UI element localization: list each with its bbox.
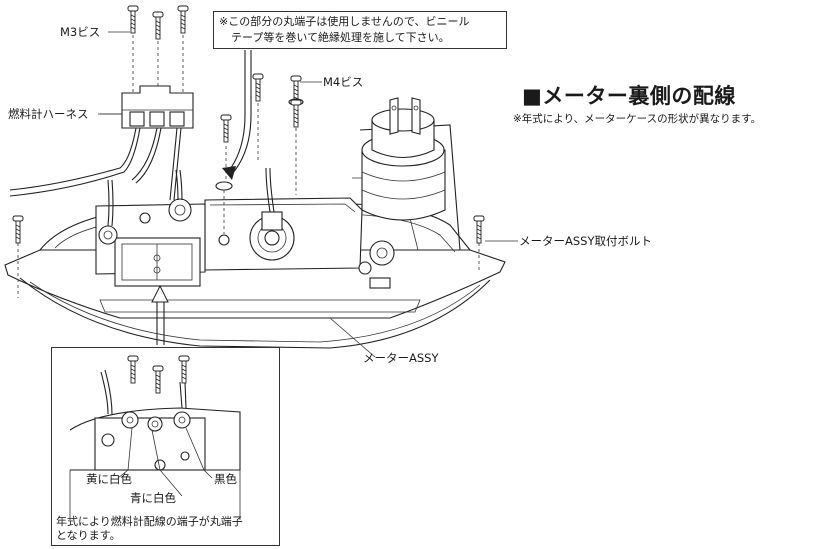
page-title: ■メーター裏側の配線 bbox=[522, 84, 736, 108]
leader-lines bbox=[100, 31, 518, 358]
m3-screws bbox=[127, 5, 189, 93]
gauge-cylinder bbox=[361, 97, 446, 221]
inset-detail-box bbox=[51, 347, 280, 546]
inset-note-line-1: 年式により燃料計配線の端子が丸端子 bbox=[56, 515, 243, 528]
fuel-harness-label: 燃料計ハーネス bbox=[8, 107, 89, 121]
wire-yellow-white-label: 黄に白色 bbox=[86, 472, 132, 486]
m3-screw-label: M3ビス bbox=[60, 25, 101, 39]
meter-housing bbox=[4, 124, 506, 349]
insulation-note-line-2: テープ等を巻いて絶縁処理を施して下さい。 bbox=[231, 31, 450, 44]
wire-blue-white-label: 青に白色 bbox=[130, 491, 176, 505]
page-subtitle: ※年式により、メーターケースの形状が異なります。 bbox=[513, 113, 762, 125]
meter-assy-label: メーターASSY bbox=[363, 351, 439, 365]
insulation-note-line-1: ※この部分の丸端子は使用しませんので、ビニール bbox=[219, 15, 470, 28]
mount-bolt-label: メーターASSY取付ボルト bbox=[519, 234, 652, 248]
inset-note-line-2: となります。 bbox=[56, 529, 121, 542]
m4-screw-label: M4ビス bbox=[323, 75, 364, 89]
fuel-harness-connector bbox=[9, 85, 194, 201]
wire-black-label: 黒色 bbox=[214, 472, 237, 486]
insulation-note-box: ※この部分の丸端子は使用しませんので、ビニール テープ等を巻いて絶縁処理を施して… bbox=[213, 11, 507, 49]
inset-detail-drawing bbox=[69, 355, 241, 520]
terminal-wires bbox=[107, 167, 275, 227]
mount-bolt-right bbox=[473, 215, 485, 272]
mount-bolt-left bbox=[12, 215, 24, 298]
m4-screws bbox=[215, 73, 304, 234]
